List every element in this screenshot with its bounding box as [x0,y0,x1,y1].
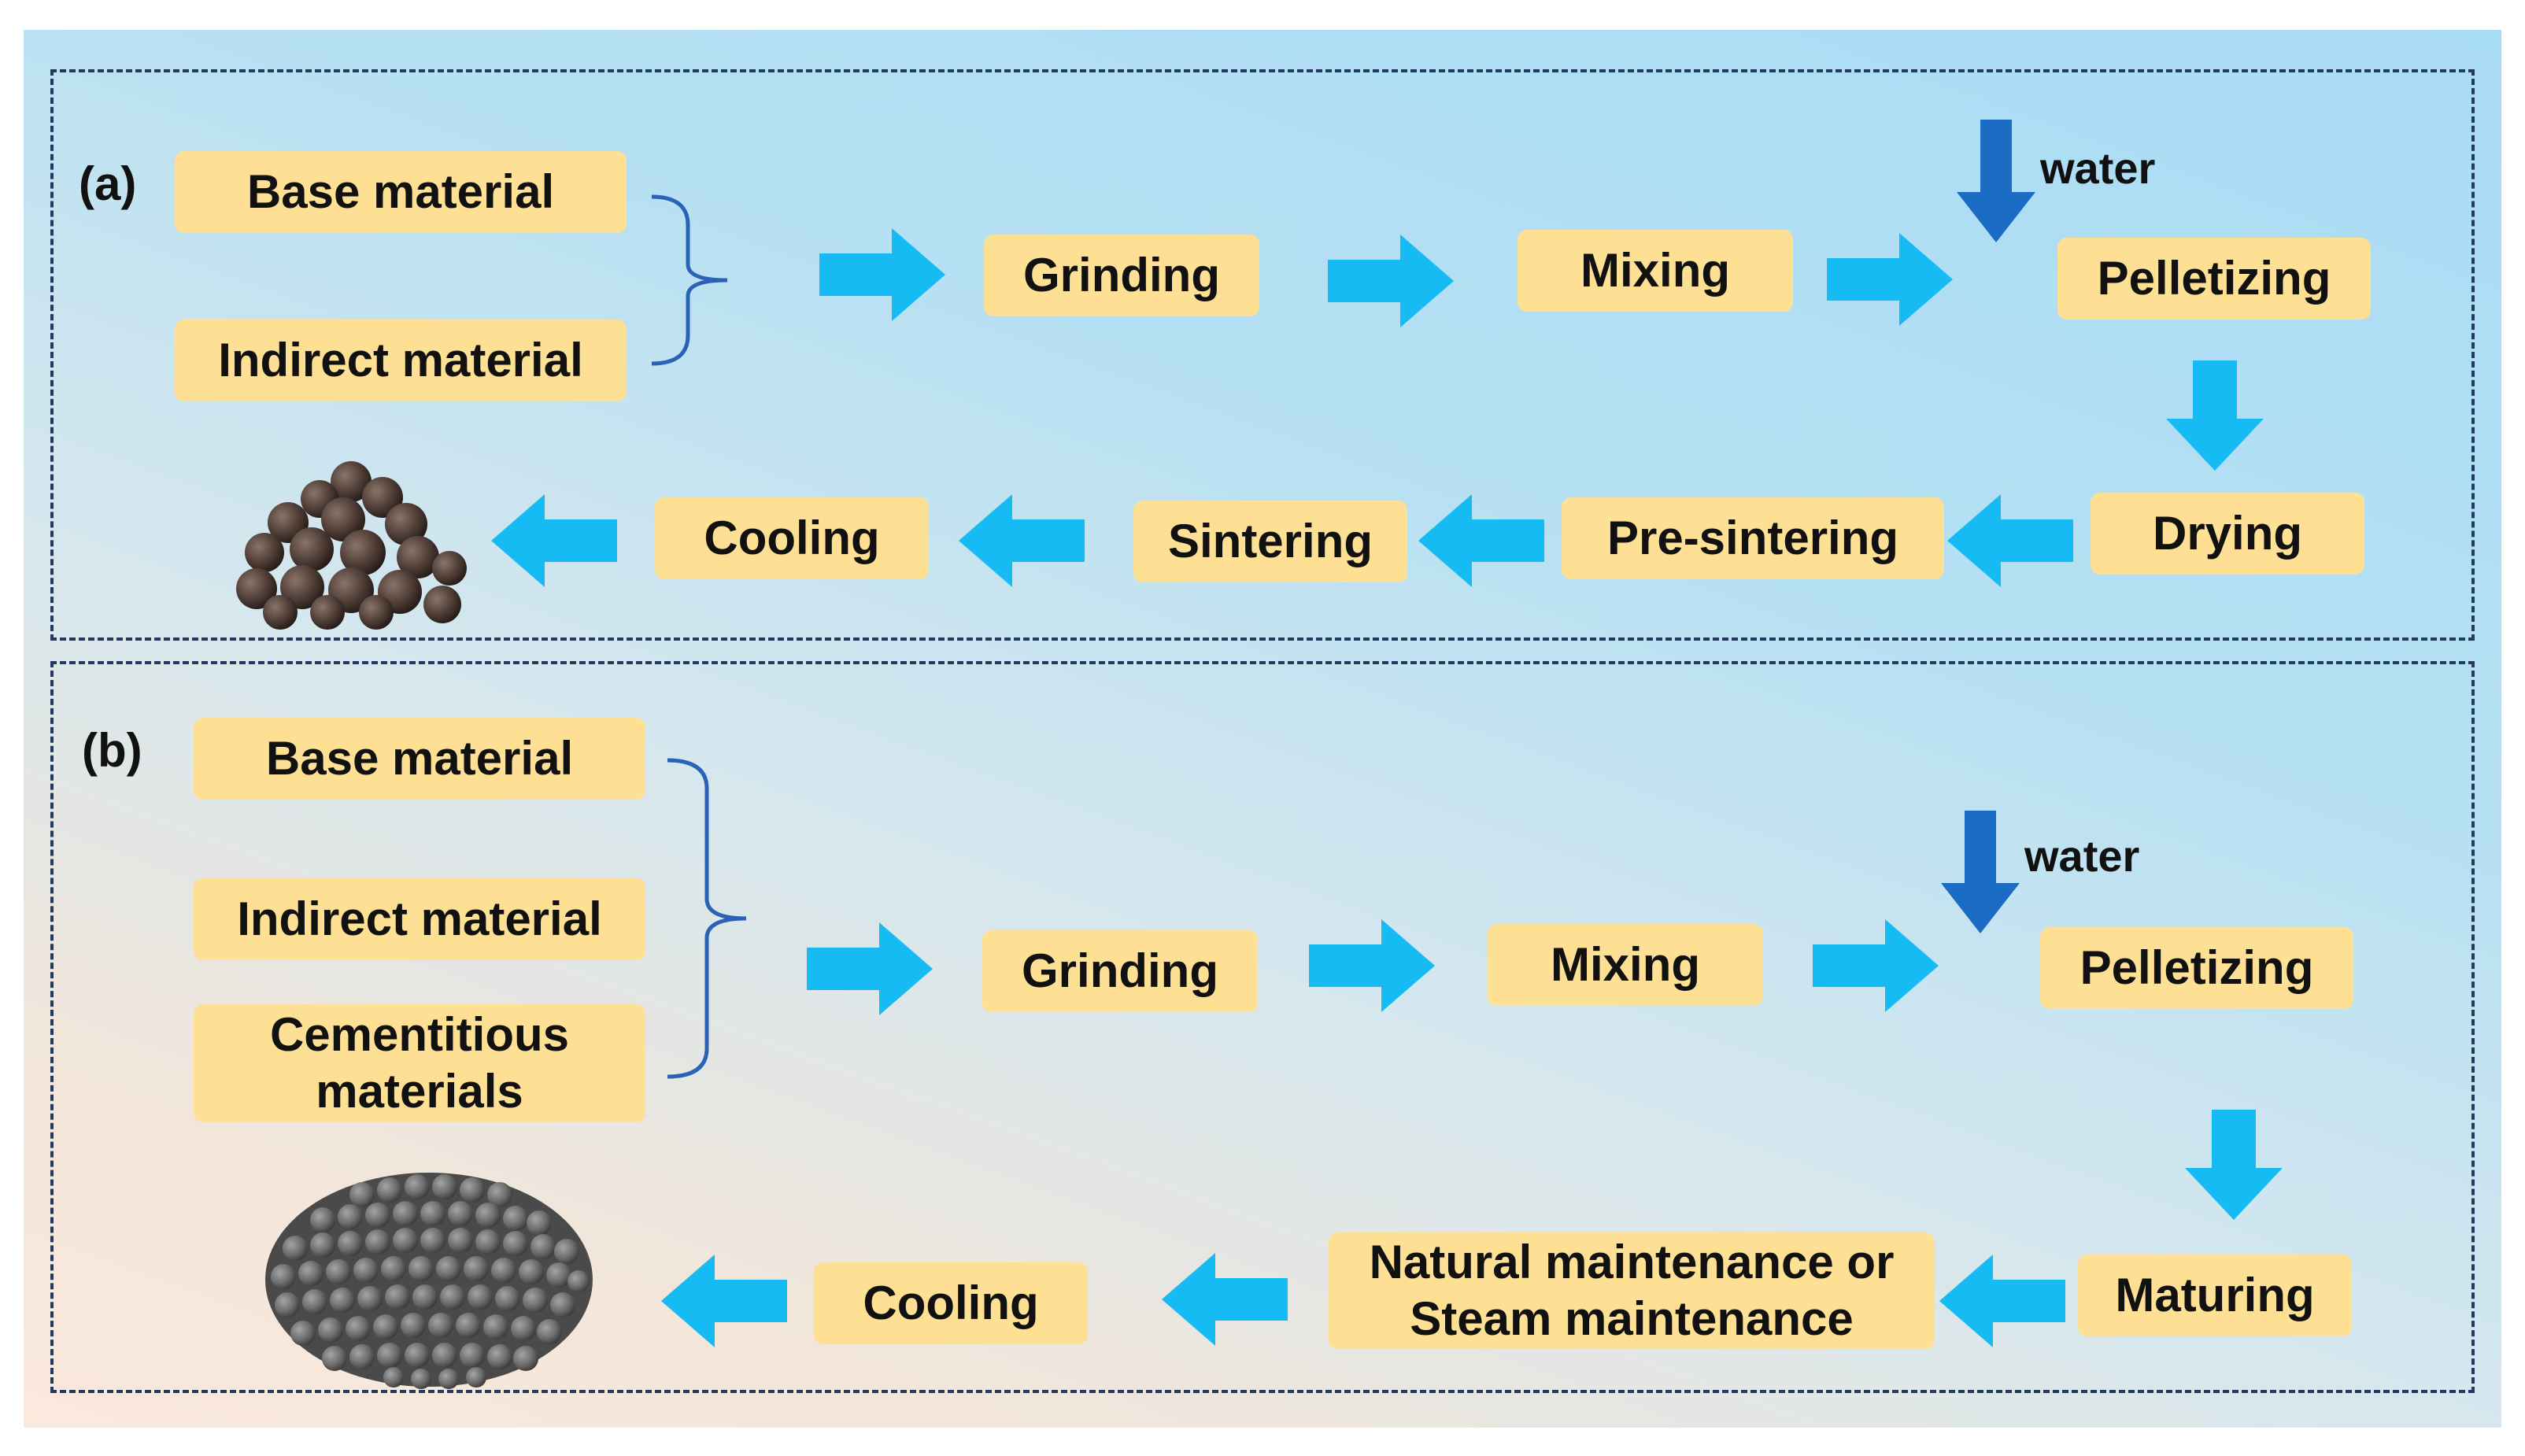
a-grinding-box: Grinding [984,235,1259,316]
b-arrow-to-mixing [1308,919,1436,1012]
panel-b [50,661,2475,1393]
a-input-brace [649,194,735,367]
b-arrow-to-pelletizing [1812,919,1939,1012]
b-water-arrow-icon [1941,811,2020,933]
a-indirect-material-box: Indirect material [175,320,627,401]
b-cooling-box: Cooling [814,1262,1088,1344]
b-grinding-box: Grinding [982,930,1258,1012]
b-maintenance-box: Natural maintenance or Steam maintenance [1329,1232,1935,1349]
a-drying-box: Drying [2091,493,2364,575]
a-arrow-to-pelletizing [1826,233,1954,326]
b-water-label: water [2024,831,2140,881]
a-water-arrow-icon [1957,120,2035,242]
a-arrow-to-drying [2166,360,2264,471]
a-mixing-box: Mixing [1518,230,1793,312]
b-maturing-box: Maturing [2078,1255,2352,1336]
b-arrow-to-maintenance [1938,1255,2067,1347]
b-indirect-material-box: Indirect material [194,878,645,960]
a-arrow-to-sintering [1417,494,1546,587]
a-base-material-box: Base material [175,151,627,233]
b-cold-bonded-pellets-image [260,1163,598,1391]
a-cooling-box: Cooling [655,497,929,579]
b-input-brace [664,757,752,1080]
panel-b-tag: (b) [82,724,142,777]
b-arrow-to-product [660,1255,789,1347]
a-arrow-to-product [490,494,619,587]
b-cementitious-materials-box: Cementitious materials [194,1004,645,1122]
a-arrow-to-mixing [1327,235,1455,327]
b-mixing-box: Mixing [1488,924,1763,1006]
b-arrow-to-cooling [1160,1253,1289,1346]
panel-a [50,69,2475,641]
a-sintering-box: Sintering [1133,501,1407,582]
a-pre-sintering-box: Pre-sintering [1562,497,1944,579]
a-arrow-to-grinding [819,228,946,321]
panel-a-tag: (a) [79,157,137,210]
a-sintered-pellets-image [233,450,469,631]
a-water-label: water [2040,143,2156,193]
a-arrow-to-cooling [957,494,1086,587]
a-arrow-to-pre-sintering [1946,494,2075,587]
b-base-material-box: Base material [194,718,645,800]
b-pelletizing-box: Pelletizing [2040,927,2353,1009]
a-pelletizing-box: Pelletizing [2057,238,2371,320]
b-arrow-to-grinding [806,922,933,1015]
b-arrow-to-maturing [2185,1110,2283,1220]
